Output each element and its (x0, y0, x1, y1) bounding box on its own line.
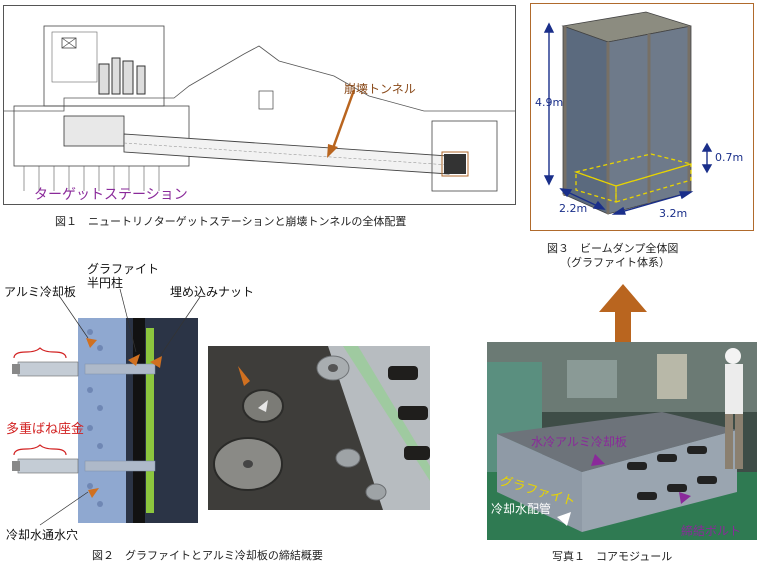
water-cooled-plate-label: 水冷アルミ冷却板 (531, 435, 627, 449)
figure1-caption: 図１ ニュートリノターゲットステーションと崩壊トンネルの全体配置 (55, 215, 407, 228)
multi-spring-washer-label: 多重ばね座金 (6, 422, 85, 437)
fastening-bolt-label: 締結ボルト (681, 524, 742, 538)
figure2-drawing-panel (0, 318, 198, 528)
decay-tunnel-label: 崩壊トンネル (344, 82, 416, 96)
photo1-panel: 水冷アルミ冷却板 グラファイト 冷却水配管 締結ボルト (487, 342, 757, 540)
nut-photo-drawing (208, 346, 430, 510)
figure3-panel: 4.9m 0.7m 2.2m 3.2m (530, 3, 754, 231)
dimension-height: 4.9m (535, 96, 564, 109)
dimension-depth: 0.7m (715, 151, 744, 164)
figure1-panel: 崩壊トンネル ターゲットステーション (3, 5, 516, 205)
graphite-half-cylinder-label-2: 半円柱 (87, 276, 124, 290)
dimension-width: 2.2m (559, 202, 588, 215)
photo1-caption: 写真１ コアモジュール (552, 550, 673, 563)
figure1-drawing (4, 25, 515, 192)
figure2-caption: 図２ グラファイトとアルミ冷却板の締結概要 (92, 549, 323, 562)
core-module-photo (487, 342, 757, 540)
figure3-caption-line1: 図３ ビームダンプ全体図 (547, 242, 679, 255)
cooling-pipe-label: 冷却水配管 (491, 502, 552, 516)
beam-dump-drawing (543, 11, 713, 215)
aluminum-cooling-plate-label: アルミ冷却板 (4, 285, 76, 299)
cooling-plate-drawing (12, 318, 198, 523)
figure2-photo (208, 346, 430, 510)
target-station-label: ターゲットステーション (34, 187, 188, 203)
figure3-caption-line2: （グラファイト体系） (560, 256, 670, 269)
cooling-water-hole-label: 冷却水通水穴 (6, 528, 79, 542)
dimension-length: 3.2m (659, 207, 688, 220)
graphite-half-cylinder-label-1: グラファイト (87, 262, 160, 276)
embedded-nut-label: 埋め込みナット (170, 285, 255, 299)
